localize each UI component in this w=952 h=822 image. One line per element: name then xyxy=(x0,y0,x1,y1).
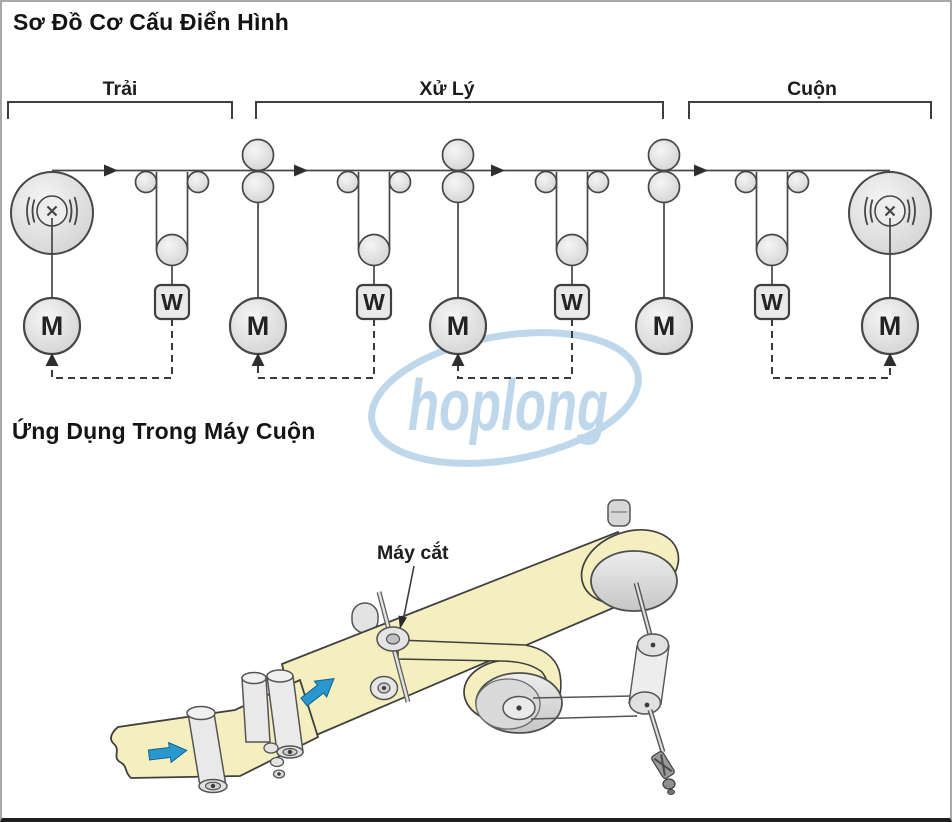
crank-handle xyxy=(651,751,675,779)
load-cell-label-4: W xyxy=(761,289,783,315)
cutter-pointer-arrow-icon xyxy=(398,615,407,629)
bracket-unwind xyxy=(7,101,233,119)
web-arrow-icon xyxy=(294,164,308,177)
lower-pulley xyxy=(628,691,662,715)
feedback-line-2 xyxy=(257,319,375,379)
nip-rollers-2 xyxy=(441,138,475,299)
load-cell-label-1: W xyxy=(161,289,183,315)
flow-arrow-icon xyxy=(147,741,188,764)
load-cell-label-2: W xyxy=(363,289,385,315)
feedback-line-1 xyxy=(51,319,173,379)
adjuster-knob xyxy=(263,742,279,754)
winder-illustration: Máy cắt xyxy=(110,499,680,795)
flow-arrow-icon xyxy=(300,677,335,707)
feedback-line-3 xyxy=(457,319,573,379)
guide-roller-pair xyxy=(241,669,304,779)
section-label-rewind: Cuộn xyxy=(787,78,837,100)
bracket-process xyxy=(255,101,664,119)
drum-knob xyxy=(607,499,631,527)
hoplong-watermark: hoplong xyxy=(368,329,642,467)
feedback-arrow-icon xyxy=(451,353,465,366)
motor-label-1: M xyxy=(41,311,64,341)
section-label-process: Xử Lý xyxy=(419,78,474,100)
page-title: Sơ Đồ Cơ Cấu Điển Hình xyxy=(13,9,290,35)
handle-knob xyxy=(662,778,676,790)
crank-rod xyxy=(648,709,665,753)
watermark-text: hoplong xyxy=(408,366,608,446)
bracket-rewind xyxy=(688,101,932,119)
belt-line-bottom xyxy=(530,715,638,720)
web-arrow-icon xyxy=(491,164,505,177)
motor-label-5: M xyxy=(879,311,902,341)
cutter-label: Máy cắt xyxy=(377,540,449,564)
feedback-arrowheads xyxy=(45,353,897,366)
cutter-pulley xyxy=(369,675,399,701)
section-title-application: Ứng Dụng Trong Máy Cuộn xyxy=(12,418,316,444)
web-arrow-icon xyxy=(104,164,118,177)
motor-label-3: M xyxy=(447,311,470,341)
drum-shaft xyxy=(634,582,654,643)
belt-line-top xyxy=(532,695,633,699)
top-drum xyxy=(590,550,678,612)
guide-roller-front xyxy=(186,705,228,794)
section-label-unwind: Trải xyxy=(103,78,138,100)
feedback-arrow-icon xyxy=(251,353,265,366)
motor-label-2: M xyxy=(247,311,270,341)
motor-label-4: M xyxy=(653,311,676,341)
feedback-arrow-icon xyxy=(883,353,897,366)
web-arrow-icon xyxy=(694,164,708,177)
feedback-arrow-icon xyxy=(45,353,59,366)
watermark-swoosh-icon xyxy=(368,329,642,467)
load-cell-label-3: W xyxy=(561,289,583,315)
feedback-lines xyxy=(51,319,891,379)
cutter-pointer-line xyxy=(402,565,415,622)
process-diagram: Trải Xử Lý Cuộn xyxy=(7,78,933,379)
nip-rollers-1 xyxy=(241,138,275,299)
feedback-line-4 xyxy=(771,319,891,379)
nip-rollers-3 xyxy=(647,138,681,299)
